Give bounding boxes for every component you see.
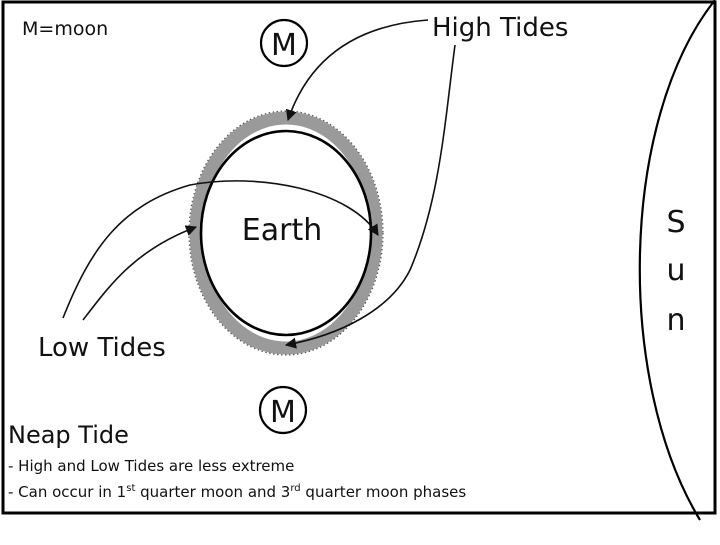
moon-legend: M=moon [22, 18, 108, 40]
caption-title: Neap Tide [8, 421, 129, 449]
caption-line-2-suffix: quarter moon phases [301, 483, 467, 501]
low-tide-arrow-left [83, 227, 196, 320]
caption-sup-st: st [126, 483, 135, 494]
caption-line-2-mid: quarter moon and 3 [135, 483, 290, 501]
earth-label: Earth [242, 213, 322, 248]
sun-letter-s: S [666, 205, 685, 240]
low-tides-label: Low Tides [38, 333, 166, 363]
earth: Earth [189, 111, 383, 355]
moon-bottom-label: M [270, 395, 296, 430]
sun-letter-u: u [666, 253, 685, 288]
caption-line-2-prefix: - Can occur in 1 [8, 483, 126, 501]
moon-top: M [261, 20, 307, 66]
caption-line-2: - Can occur in 1st quarter moon and 3rd … [8, 483, 466, 501]
high-tides-label: High Tides [432, 13, 568, 43]
caption-sup-rd: rd [290, 483, 300, 494]
sun: S u n [640, 0, 715, 520]
moon-top-label: M [271, 28, 297, 63]
high-tide-arrow-top [288, 20, 428, 120]
sun-letter-n: n [666, 303, 685, 338]
moon-bottom: M [260, 387, 306, 433]
caption-line-1: - High and Low Tides are less extreme [8, 457, 294, 475]
